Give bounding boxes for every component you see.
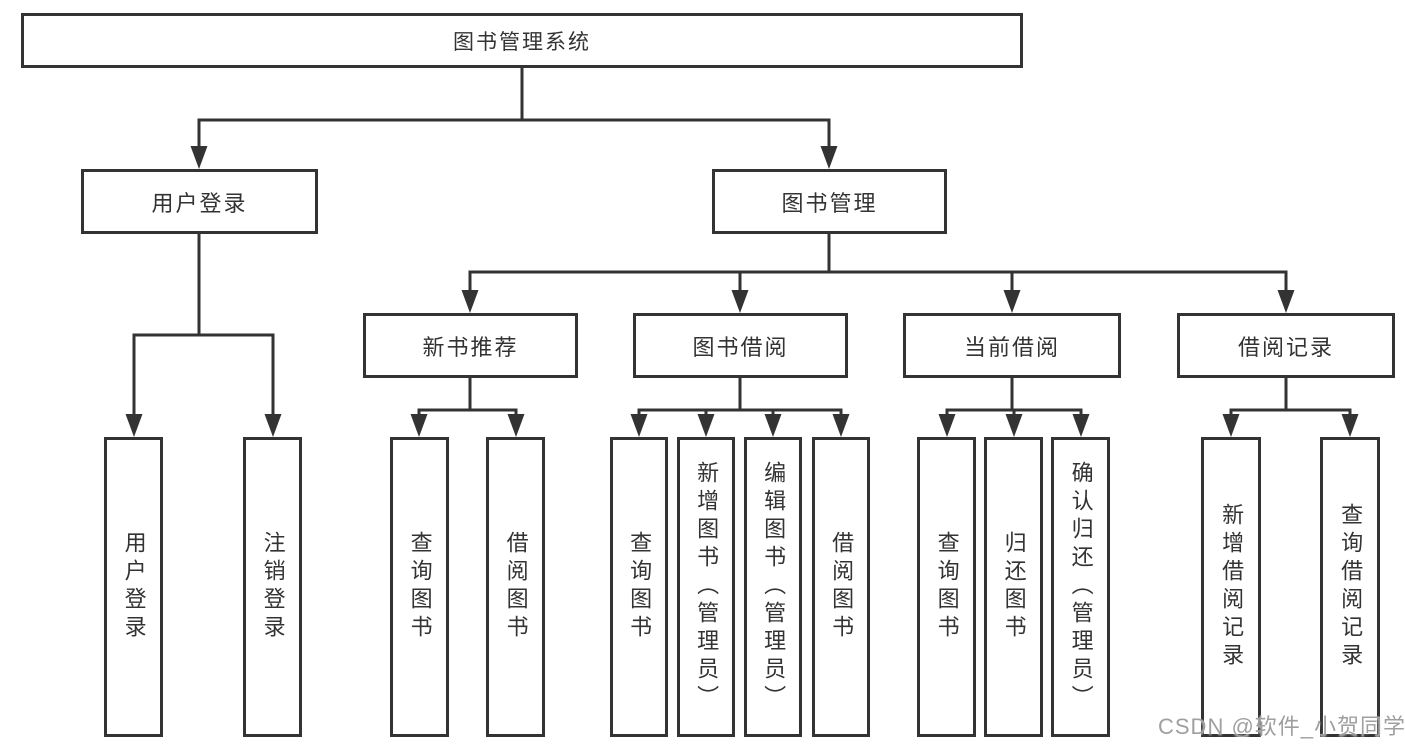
arrowhead [630,414,648,437]
leaf-confirm-return-admin: 确认归还（管理员） [1051,437,1110,737]
arrowhead [410,414,428,437]
arrowhead [125,414,143,437]
arrowhead [938,414,956,437]
node-root-library-system: 图书管理系统 [21,13,1023,68]
arrowhead [507,414,525,437]
leaf-add-book-admin: 新增图书（管理员） [677,437,735,737]
csdn-watermark: CSDN @软件_小贺同学 [1158,714,1405,739]
node-user-login: 用户登录 [81,169,318,234]
arrowhead [820,146,838,169]
arrowhead [764,414,782,437]
arrowhead [1005,414,1023,437]
arrowhead [832,414,850,437]
leaf-query-borrow-record: 查询借阅记录 [1320,437,1380,737]
arrowhead [1072,414,1090,437]
node-new-book-recommend: 新书推荐 [363,313,578,378]
leaf-user-login: 用户登录 [104,437,163,737]
arrowhead [190,146,208,169]
node-book-management: 图书管理 [712,169,947,234]
node-book-borrow: 图书借阅 [633,313,848,378]
leaf-borrow-books-recommend: 借阅图书 [486,437,545,737]
arrowhead [461,290,479,313]
leaf-query-books-borrow: 查询图书 [610,437,668,737]
leaf-return-books: 归还图书 [984,437,1043,737]
leaf-logout: 注销登录 [243,437,302,737]
leaf-borrow-books-borrow: 借阅图书 [812,437,870,737]
arrowhead [1003,290,1021,313]
arrowhead [264,414,282,437]
arrowhead [731,290,749,313]
node-borrow-records: 借阅记录 [1177,313,1395,378]
leaf-query-books-recommend: 查询图书 [390,437,449,737]
arrowhead [1341,414,1359,437]
arrowhead [1277,290,1295,313]
arrowheads [125,146,1359,437]
arrowhead [1222,414,1240,437]
leaf-edit-book-admin: 编辑图书（管理员） [744,437,802,737]
connector-lines [132,66,1352,417]
leaf-add-borrow-record: 新增借阅记录 [1201,437,1261,737]
node-current-borrow: 当前借阅 [903,313,1121,378]
arrowhead [697,414,715,437]
leaf-query-books-current: 查询图书 [917,437,976,737]
